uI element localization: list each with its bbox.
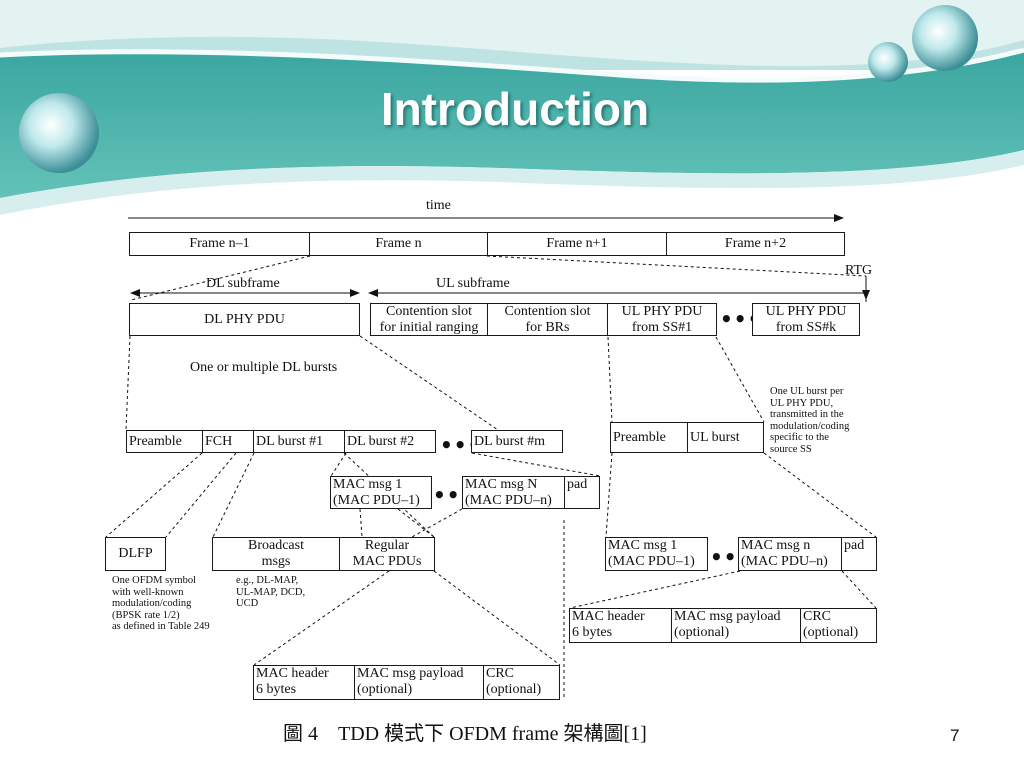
slide-header-banner (0, 0, 1024, 215)
ul-phy-pdu-ss1: UL PHY PDU from SS#1 (607, 303, 717, 336)
expansion-dashed-lines (105, 255, 877, 666)
ul-subframe-label: UL subframe (436, 276, 510, 291)
ul-preamble: Preamble (610, 422, 688, 453)
slide-title: Introduction (380, 83, 650, 135)
dl-pad: pad (564, 476, 600, 509)
ul-pad: pad (841, 537, 877, 571)
ul-mac-msg-1: MAC msg 1 (MAC PDU–1) (605, 537, 708, 571)
contention-slot-initial-ranging: Contention slot for initial ranging (370, 303, 488, 336)
dl-phy-pdu: DL PHY PDU (129, 303, 360, 336)
dl-mac-msg-n: MAC msg N (MAC PDU–n) (462, 476, 565, 509)
time-label: time (426, 198, 451, 213)
bubble-decoration-small (868, 42, 908, 82)
fch: FCH (202, 430, 254, 453)
dl-burst-m: DL burst #m (471, 430, 563, 453)
contention-slot-brs: Contention slot for BRs (487, 303, 608, 336)
regular-mac-pdus: Regular MAC PDUs (339, 537, 435, 571)
bubble-decoration-right (912, 5, 978, 71)
dl-burst-1: DL burst #1 (253, 430, 345, 453)
frame-n: Frame n (309, 232, 488, 256)
dl-preamble: Preamble (126, 430, 203, 453)
dlfp: DLFP (105, 537, 166, 571)
ul-burst: UL burst (687, 422, 764, 453)
ul-mac-msg-n: MAC msg n (MAC PDU–n) (738, 537, 842, 571)
frame-n-minus-1: Frame n–1 (129, 232, 310, 256)
dl-mac-payload: MAC msg payload (optional) (354, 665, 484, 700)
ul-mac-crc: CRC (optional) (800, 608, 877, 643)
ul-mac-header: MAC header 6 bytes (569, 608, 672, 643)
bubble-decoration-left (19, 93, 99, 173)
broadcast-msgs: Broadcast msgs (212, 537, 340, 571)
dl-bursts-note: One or multiple DL bursts (190, 360, 338, 375)
ul-mac-payload: MAC msg payload (optional) (671, 608, 801, 643)
rtg-label: RTG (845, 263, 873, 278)
ul-phy-pdu-ssk: UL PHY PDU from SS#k (752, 303, 860, 336)
frame-n-plus-1: Frame n+1 (487, 232, 667, 256)
dl-mac-crc: CRC (optional) (483, 665, 560, 700)
ul-burst-note: One UL burst per UL PHY PDU, transmitted… (770, 386, 850, 455)
dl-burst-2: DL burst #2 (344, 430, 436, 453)
ellipsis-dots: ••• (720, 307, 762, 331)
figure-caption: 圖 4 TDD 模式下 OFDM frame 架構圖[1] (283, 723, 647, 745)
dlfp-note: One OFDM symbol with well-known modulati… (112, 575, 210, 632)
dl-mac-msg-1: MAC msg 1 (MAC PDU–1) (330, 476, 432, 509)
dl-subframe-label: DL subframe (206, 276, 280, 291)
dl-mac-header: MAC header 6 bytes (253, 665, 355, 700)
frame-n-plus-2: Frame n+2 (666, 232, 845, 256)
page-number: 7 (950, 726, 960, 745)
broadcast-note: e.g., DL-MAP, UL-MAP, DCD, UCD (236, 575, 306, 609)
